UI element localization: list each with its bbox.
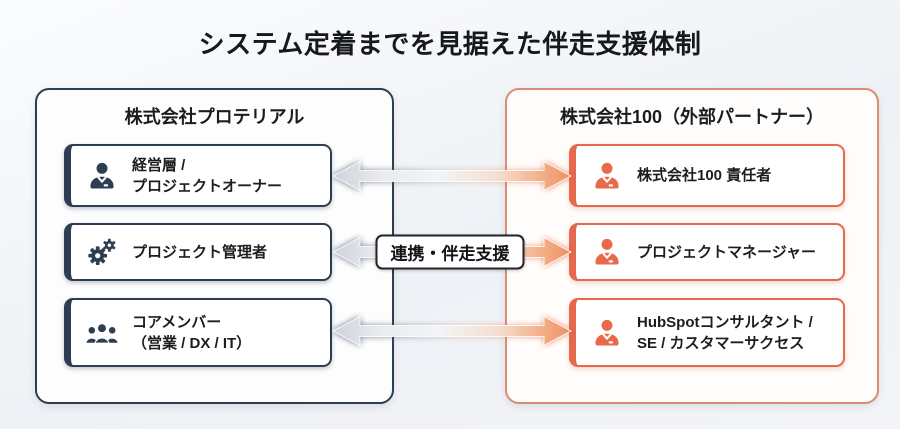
- card-project-manager-right: プロジェクトマネージャー: [569, 223, 845, 281]
- card-label: プロジェクト管理者: [132, 243, 268, 261]
- card-label: 経営層 / プロジェクトオーナー: [132, 156, 283, 195]
- card-label: 株式会社100 責任者: [637, 167, 772, 184]
- users-icon: [85, 320, 119, 346]
- user-tie-icon: [590, 160, 624, 192]
- user-tie-icon: [590, 236, 624, 268]
- bidirectional-arrow-top: [330, 154, 574, 198]
- user-tie-icon: [590, 317, 624, 349]
- left-company-title: 株式会社プロテリアル: [124, 107, 305, 127]
- card-label: コアメンバー （営業 / DX / IT）: [132, 313, 252, 352]
- user-tie-icon: [85, 160, 119, 192]
- card-consultant-cs: HubSpotコンサルタント / SE / カスタマーサクセス: [569, 298, 845, 367]
- gears-icon: [85, 238, 119, 266]
- card-label: HubSpotコンサルタント / SE / カスタマーサクセス: [637, 313, 813, 352]
- card-100-owner: 株式会社100 責任者: [569, 144, 845, 207]
- card-project-manager-left: プロジェクト管理者: [64, 223, 332, 281]
- bidirectional-arrow-bottom: [330, 309, 574, 353]
- card-core-members: コアメンバー （営業 / DX / IT）: [64, 298, 332, 367]
- card-executive-layer: 経営層 / プロジェクトオーナー: [64, 144, 332, 207]
- right-company-title: 株式会社100（外部パートナー）: [559, 107, 825, 127]
- connector-label: 連携・伴走支援: [375, 234, 525, 270]
- card-label: プロジェクトマネージャー: [637, 243, 816, 261]
- page-title: システム定着までを見据えた伴走支援体制: [198, 29, 702, 59]
